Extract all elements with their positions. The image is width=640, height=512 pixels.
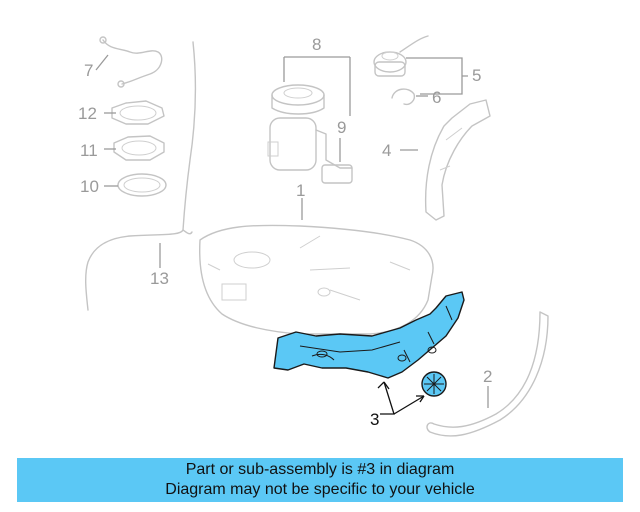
callout-1: 1 <box>296 181 305 200</box>
part-12-seal <box>104 100 165 125</box>
callout-2: 2 <box>483 367 492 386</box>
part-5-cap-assembly <box>373 35 468 95</box>
part-3-leader <box>377 381 425 415</box>
part-8-fuel-pump <box>267 56 353 184</box>
part-11-lock-ring <box>104 135 165 161</box>
callout-13: 13 <box>150 269 169 288</box>
callout-12: 12 <box>78 104 97 123</box>
part-4-filler-shield <box>400 99 491 221</box>
part-13-vent-hose <box>85 41 197 311</box>
callout-5: 5 <box>472 66 481 85</box>
part-3-heat-shield <box>273 291 465 397</box>
callout-7: 7 <box>84 61 93 80</box>
parts-diagram: 7 12 11 10 13 8 9 <box>78 35 549 437</box>
callout-9: 9 <box>337 118 346 137</box>
banner-line-1: Part or sub-assembly is #3 in diagram <box>185 461 455 478</box>
banner-line-2: Diagram may not be specific to your vehi… <box>165 481 475 498</box>
callout-3: 3 <box>370 410 379 429</box>
part-1-fuel-tank <box>198 198 434 335</box>
part-2-tank-strap <box>426 311 549 437</box>
callout-8: 8 <box>312 35 321 54</box>
callout-6: 6 <box>432 88 441 107</box>
callout-4: 4 <box>382 141 391 160</box>
callout-11: 11 <box>80 141 98 160</box>
callout-10: 10 <box>80 177 99 196</box>
part-6-clip <box>391 88 428 106</box>
part-10-o-ring <box>104 173 167 197</box>
part-7-sensor-wire <box>95 36 163 88</box>
info-banner: Part or sub-assembly is #3 in diagram Di… <box>17 458 623 502</box>
